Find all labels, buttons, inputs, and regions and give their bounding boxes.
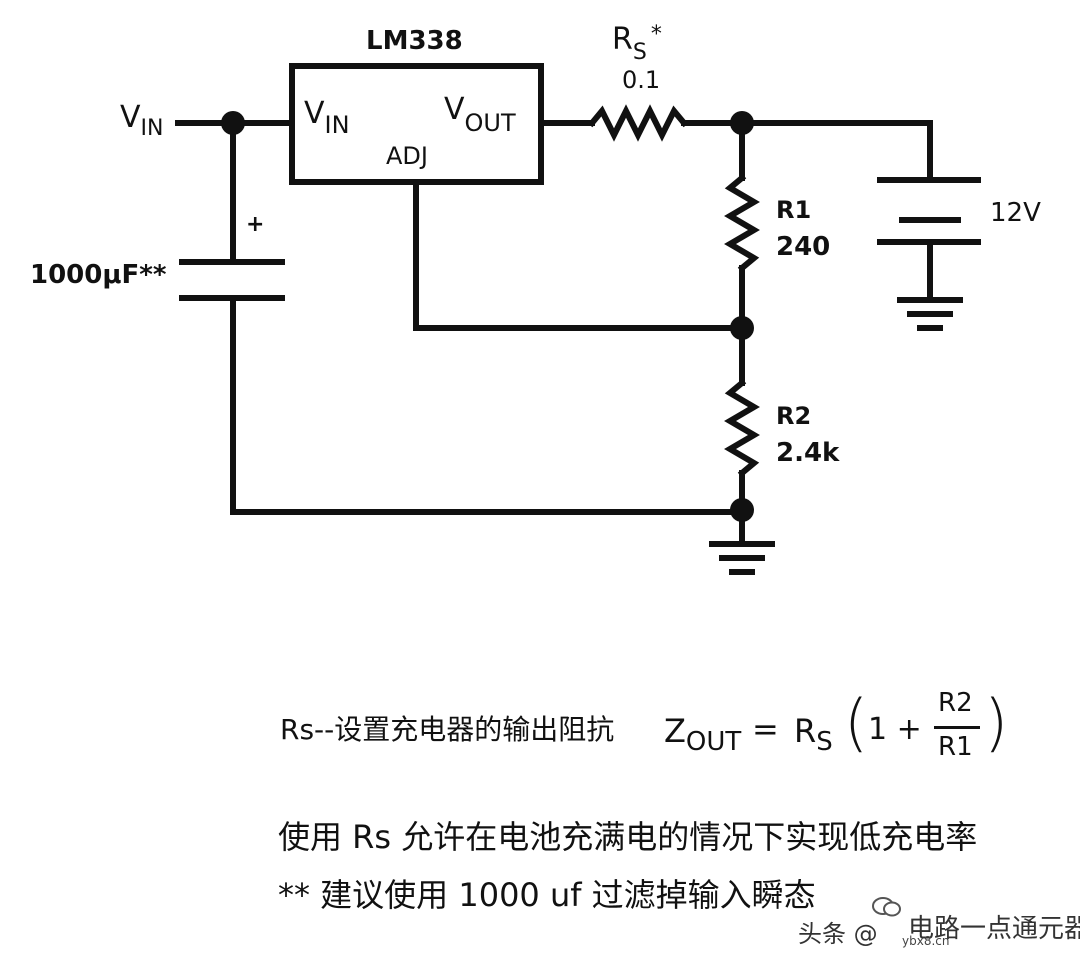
watermark-account: 电路一点通元器件 (908, 914, 1080, 944)
rs-label-sub: S (632, 40, 647, 65)
formula-description: Rs--设置充电器的输出阻抗 (280, 713, 615, 746)
resistor-r2 (724, 378, 760, 478)
r1-value: 240 (776, 232, 831, 262)
formula-one-plus: 1 + (868, 712, 922, 747)
pin-vout-sub: OUT (464, 109, 516, 137)
pin-vout: VOUT (444, 92, 516, 137)
note-line-1: 使用 Rs 允许在电池充满电的情况下实现低充电率 (278, 818, 978, 856)
watermark-site: ybx8.cn (902, 934, 950, 948)
fraction-bar (934, 726, 980, 729)
input-label-main: V (120, 100, 141, 135)
input-label-sub: IN (140, 116, 164, 141)
zout-sub: OUT (685, 727, 742, 757)
rs-label: RS* (612, 22, 662, 65)
formula-rs: RS (794, 712, 833, 757)
formula-rs-sub: S (816, 727, 833, 757)
r1-name: R1 (776, 196, 812, 224)
formula-rs-letter: R (794, 712, 817, 750)
junction-dot-ground (730, 498, 754, 522)
formula-denominator: R1 (938, 732, 973, 762)
formula-zout: ZOUT (664, 712, 741, 757)
capacitor-polarity: + (246, 212, 265, 237)
formula-close-paren: ) (984, 686, 1009, 759)
r2-value: 2.4k (776, 438, 840, 468)
regulator-name: LM338 (366, 26, 463, 56)
rs-value: 0.1 (622, 66, 661, 94)
watermark-source: 头条 @ (798, 920, 878, 948)
battery-voltage: 12V (990, 198, 1041, 228)
junction-dot-output (730, 111, 754, 135)
pin-vin-sub: IN (324, 111, 350, 139)
resistor-r1 (724, 173, 760, 273)
formula-equals: = (752, 710, 779, 748)
wechat-icon (872, 896, 902, 918)
pin-vin: VIN (304, 96, 350, 139)
pin-vin-main: V (304, 96, 325, 131)
resistor-rs (587, 104, 689, 142)
rs-label-mark: * (650, 22, 662, 47)
input-label: VIN (120, 100, 163, 141)
pin-vout-main: V (444, 92, 465, 127)
formula-numerator: R2 (938, 688, 973, 718)
r2-name: R2 (776, 402, 812, 430)
rs-label-main: R (612, 22, 633, 57)
capacitor-value: 1000μF** (30, 260, 167, 290)
formula-open-paren: ( (844, 686, 869, 759)
junction-dot-adj (730, 316, 754, 340)
junction-dot-input (221, 111, 245, 135)
note-line-2: ** 建议使用 1000 uf 过滤掉输入瞬态 (278, 876, 816, 914)
zout-letter: Z (664, 712, 686, 750)
pin-adj: ADJ (386, 142, 428, 170)
